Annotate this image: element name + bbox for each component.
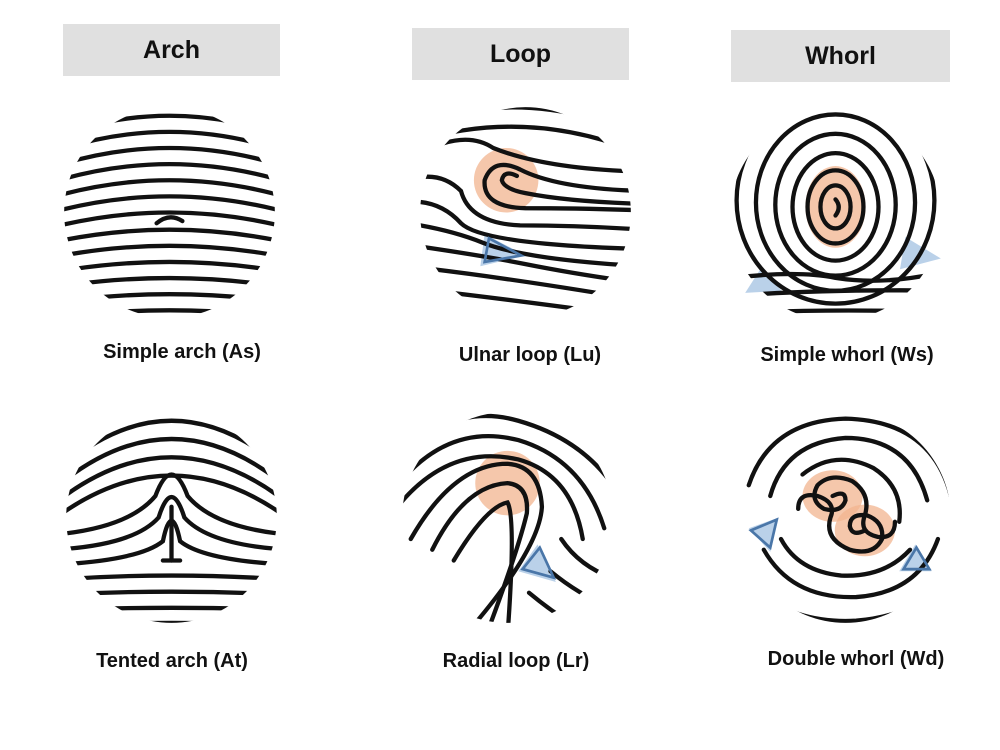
caption-tented-arch: Tented arch (At) [96, 650, 248, 672]
simple-arch-fingerprint [62, 105, 277, 320]
header-arch: Arch [63, 24, 280, 76]
double-whorl-fingerprint [738, 410, 953, 625]
caption-simple-arch: Simple arch (As) [103, 341, 261, 363]
header-loop: Loop [412, 28, 629, 80]
header-whorl: Whorl [731, 30, 950, 82]
caption-double-whorl: Double whorl (Wd) [767, 648, 945, 670]
core-highlight [805, 166, 866, 248]
caption-ulnar-loop: Ulnar loop (Lu) [458, 344, 602, 366]
tented-arch-fingerprint [64, 410, 279, 625]
caption-radial-loop: Radial loop (Lr) [442, 650, 590, 672]
delta-highlight [518, 544, 556, 582]
simple-whorl-fingerprint [728, 108, 943, 323]
radial-loop-fingerprint [400, 410, 615, 625]
ulnar-loop-fingerprint [418, 105, 633, 320]
caption-simple-whorl: Simple whorl (Ws) [760, 344, 934, 366]
delta-highlight-left [745, 269, 782, 293]
